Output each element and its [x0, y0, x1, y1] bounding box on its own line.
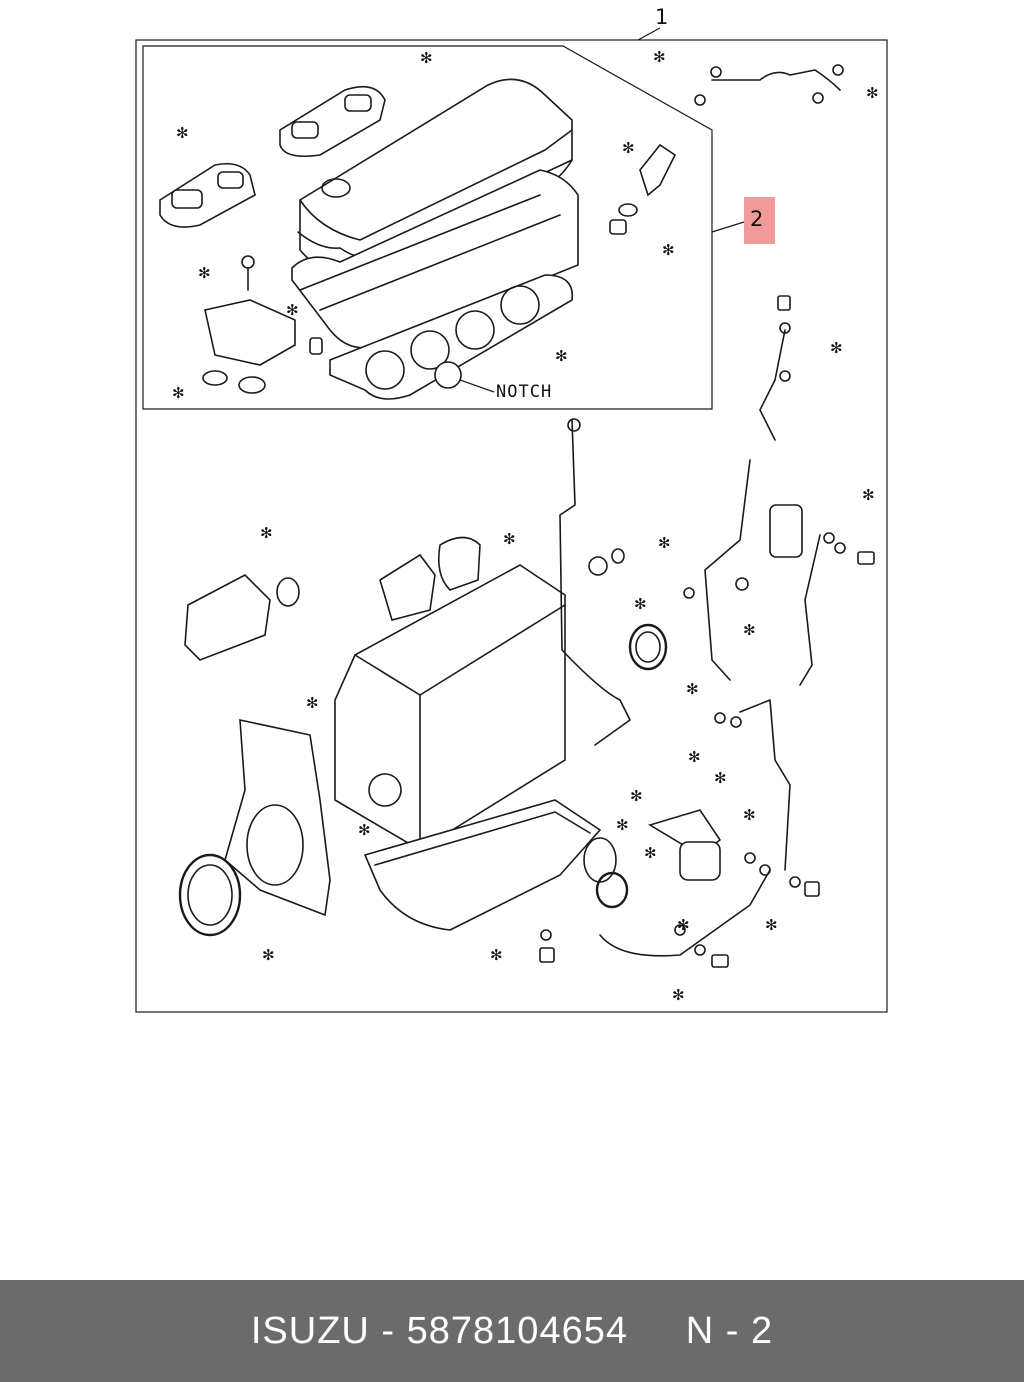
fuel-return-pipe — [694, 64, 844, 106]
svg-text:✻: ✻ — [634, 595, 647, 613]
svg-text:✻: ✻ — [616, 816, 629, 834]
svg-text:✻: ✻ — [686, 680, 699, 698]
inset-frame — [142, 45, 713, 410]
svg-text:✻: ✻ — [866, 84, 879, 102]
svg-text:✻: ✻ — [658, 534, 671, 552]
svg-text:✻: ✻ — [306, 694, 319, 712]
svg-text:✻: ✻ — [555, 347, 568, 365]
svg-text:✻: ✻ — [714, 769, 727, 787]
callout-2: 2 — [711, 197, 775, 244]
svg-text:✻: ✻ — [672, 986, 685, 1004]
svg-text:✻: ✻ — [644, 844, 657, 862]
svg-text:✻: ✻ — [743, 806, 756, 824]
callout-2-highlight — [744, 197, 775, 244]
svg-text:✻: ✻ — [358, 821, 371, 839]
callout-2-label: 2 — [750, 207, 763, 231]
svg-text:✻: ✻ — [503, 530, 516, 548]
svg-text:✻: ✻ — [172, 384, 185, 402]
footer-text: ISUZU - 5878104654 N - 2 — [251, 1310, 773, 1353]
svg-text:✻: ✻ — [662, 241, 675, 259]
injector-with-seal — [609, 143, 677, 235]
svg-text:✻: ✻ — [743, 621, 756, 639]
cylinder-head-assembly: NOTCH — [291, 78, 579, 402]
manifold-gaskets — [159, 85, 386, 228]
callout-1: 1 — [637, 5, 668, 41]
svg-text:✻: ✻ — [677, 916, 690, 934]
footer-separator: - — [369, 1309, 407, 1352]
engine-block — [178, 536, 668, 937]
svg-text:✻: ✻ — [420, 49, 433, 67]
notch-label: NOTCH — [496, 382, 552, 402]
exploded-engine-gasket-diagram: 1 2 NOTCH — [135, 5, 888, 1013]
footer-part-number: 5878104654 — [406, 1309, 628, 1352]
oil-filter — [583, 809, 722, 909]
svg-text:✻: ✻ — [653, 48, 666, 66]
callout-1-label: 1 — [655, 5, 668, 29]
asterisk-markers: ✻ ✻ ✻ ✻ ✻ ✻ ✻ ✻ ✻ ✻ ✻ ✻ ✻ ✻ ✻ ✻ ✻ ✻ ✻ ✻ … — [172, 48, 879, 1004]
svg-text:✻: ✻ — [830, 339, 843, 357]
dipstick-tube — [559, 418, 631, 746]
svg-text:✻: ✻ — [262, 946, 275, 964]
thermostat-housing — [202, 255, 323, 394]
svg-text:✻: ✻ — [622, 139, 635, 157]
footer-bar: ISUZU - 5878104654 N - 2 — [0, 1280, 1024, 1382]
svg-text:✻: ✻ — [286, 301, 299, 319]
svg-text:✻: ✻ — [198, 264, 211, 282]
outer-frame — [135, 39, 888, 1013]
footer-item: N - 2 — [685, 1309, 774, 1352]
footer-brand: ISUZU — [250, 1309, 370, 1352]
svg-text:✻: ✻ — [862, 486, 875, 504]
svg-text:✻: ✻ — [490, 946, 503, 964]
svg-text:✻: ✻ — [176, 124, 189, 142]
svg-text:✻: ✻ — [260, 524, 273, 542]
svg-text:✻: ✻ — [688, 748, 701, 766]
svg-text:✻: ✻ — [630, 787, 643, 805]
fuel-filter-and-lines — [539, 295, 875, 968]
svg-text:✻: ✻ — [765, 916, 778, 934]
